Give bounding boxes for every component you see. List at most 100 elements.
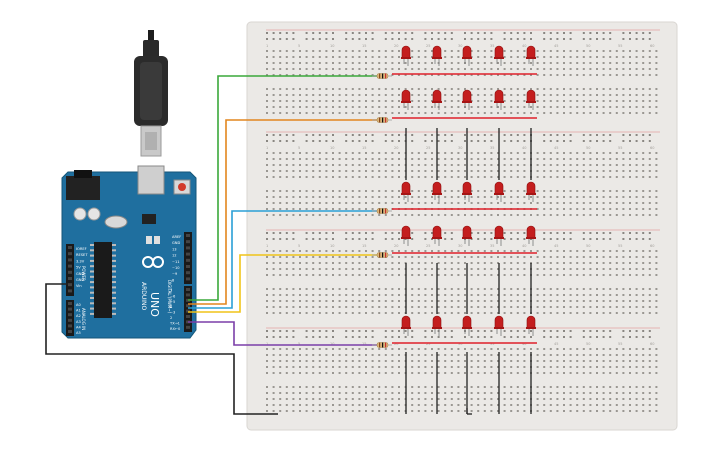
terminal-hole[interactable] bbox=[582, 372, 585, 374]
terminal-hole[interactable] bbox=[563, 74, 565, 76]
digital-pin-socket[interactable] bbox=[186, 258, 190, 262]
terminal-hole[interactable] bbox=[615, 274, 618, 276]
terminal-hole[interactable] bbox=[450, 262, 453, 264]
terminal-hole[interactable] bbox=[338, 306, 341, 308]
rail-hole[interactable] bbox=[431, 134, 433, 136]
terminal-hole[interactable] bbox=[556, 164, 559, 166]
terminal-hole[interactable] bbox=[431, 158, 433, 160]
terminal-hole[interactable] bbox=[510, 404, 513, 406]
terminal-hole[interactable] bbox=[516, 88, 519, 90]
terminal-hole[interactable] bbox=[351, 256, 354, 258]
rail-hole[interactable] bbox=[589, 232, 592, 234]
terminal-hole[interactable] bbox=[563, 190, 565, 192]
terminal-hole[interactable] bbox=[569, 256, 572, 258]
terminal-hole[interactable] bbox=[279, 164, 282, 166]
terminal-hole[interactable] bbox=[629, 372, 631, 374]
terminal-hole[interactable] bbox=[497, 112, 499, 114]
terminal-hole[interactable] bbox=[523, 398, 526, 400]
terminal-hole[interactable] bbox=[596, 398, 598, 400]
terminal-hole[interactable] bbox=[470, 404, 473, 406]
terminal-hole[interactable] bbox=[464, 256, 466, 258]
rail-hole[interactable] bbox=[398, 140, 400, 142]
analog-pin-socket[interactable] bbox=[68, 302, 72, 305]
terminal-hole[interactable] bbox=[312, 152, 315, 154]
terminal-hole[interactable] bbox=[582, 366, 585, 368]
rail-hole[interactable] bbox=[450, 232, 453, 234]
terminal-hole[interactable] bbox=[431, 354, 433, 356]
terminal-hole[interactable] bbox=[279, 152, 282, 154]
terminal-hole[interactable] bbox=[431, 196, 433, 198]
terminal-hole[interactable] bbox=[464, 268, 466, 270]
terminal-hole[interactable] bbox=[292, 74, 295, 76]
terminal-hole[interactable] bbox=[596, 164, 598, 166]
rail-hole[interactable] bbox=[305, 330, 308, 332]
rail-hole[interactable] bbox=[549, 336, 552, 338]
rail-hole[interactable] bbox=[582, 238, 585, 240]
resistors[interactable] bbox=[372, 73, 392, 348]
rail-hole[interactable] bbox=[398, 134, 400, 136]
terminal-hole[interactable] bbox=[602, 348, 605, 350]
terminal-hole[interactable] bbox=[378, 62, 381, 64]
terminal-hole[interactable] bbox=[483, 274, 486, 276]
terminal-hole[interactable] bbox=[549, 392, 552, 394]
terminal-hole[interactable] bbox=[272, 410, 275, 412]
terminal-hole[interactable] bbox=[457, 250, 460, 252]
terminal-hole[interactable] bbox=[483, 372, 486, 374]
terminal-hole[interactable] bbox=[417, 268, 420, 270]
rail-hole[interactable] bbox=[569, 134, 572, 136]
terminal-hole[interactable] bbox=[589, 94, 592, 96]
terminal-hole[interactable] bbox=[609, 68, 612, 70]
terminal-hole[interactable] bbox=[582, 112, 585, 114]
terminal-hole[interactable] bbox=[365, 112, 367, 114]
terminal-hole[interactable] bbox=[642, 164, 645, 166]
terminal-hole[interactable] bbox=[351, 68, 354, 70]
rail-hole[interactable] bbox=[444, 32, 447, 34]
rail-hole[interactable] bbox=[609, 336, 612, 338]
terminal-hole[interactable] bbox=[411, 164, 414, 166]
terminal-hole[interactable] bbox=[351, 294, 354, 296]
terminal-hole[interactable] bbox=[358, 214, 361, 216]
terminal-hole[interactable] bbox=[325, 74, 328, 76]
terminal-hole[interactable] bbox=[516, 354, 519, 356]
terminal-hole[interactable] bbox=[582, 250, 585, 252]
rail-hole[interactable] bbox=[411, 238, 414, 240]
terminal-hole[interactable] bbox=[615, 256, 618, 258]
terminal-hole[interactable] bbox=[582, 294, 585, 296]
terminal-hole[interactable] bbox=[635, 312, 638, 314]
terminal-hole[interactable] bbox=[543, 300, 546, 302]
terminal-hole[interactable] bbox=[285, 176, 288, 178]
terminal-hole[interactable] bbox=[266, 202, 268, 204]
terminal-hole[interactable] bbox=[444, 410, 447, 412]
rail-hole[interactable] bbox=[404, 336, 407, 338]
terminal-hole[interactable] bbox=[318, 202, 321, 204]
terminal-hole[interactable] bbox=[477, 354, 480, 356]
terminal-hole[interactable] bbox=[431, 398, 433, 400]
terminal-hole[interactable] bbox=[292, 202, 295, 204]
terminal-hole[interactable] bbox=[299, 262, 301, 264]
terminal-hole[interactable] bbox=[450, 196, 453, 198]
terminal-hole[interactable] bbox=[292, 68, 295, 70]
terminal-hole[interactable] bbox=[365, 190, 367, 192]
terminal-hole[interactable] bbox=[444, 170, 447, 172]
terminal-hole[interactable] bbox=[516, 312, 519, 314]
terminal-hole[interactable] bbox=[391, 392, 394, 394]
terminal-hole[interactable] bbox=[629, 190, 631, 192]
terminal-hole[interactable] bbox=[497, 360, 499, 362]
terminal-hole[interactable] bbox=[483, 360, 486, 362]
terminal-hole[interactable] bbox=[470, 62, 473, 64]
terminal-hole[interactable] bbox=[510, 268, 513, 270]
terminal-hole[interactable] bbox=[536, 372, 539, 374]
terminal-hole[interactable] bbox=[569, 404, 572, 406]
rail-hole[interactable] bbox=[609, 238, 612, 240]
terminal-hole[interactable] bbox=[589, 112, 592, 114]
rail-hole[interactable] bbox=[483, 38, 486, 40]
terminal-hole[interactable] bbox=[292, 274, 295, 276]
terminal-hole[interactable] bbox=[338, 288, 341, 290]
terminal-hole[interactable] bbox=[602, 360, 605, 362]
terminal-hole[interactable] bbox=[312, 312, 315, 314]
terminal-hole[interactable] bbox=[503, 164, 506, 166]
terminal-hole[interactable] bbox=[378, 190, 381, 192]
terminal-hole[interactable] bbox=[549, 196, 552, 198]
terminal-hole[interactable] bbox=[642, 152, 645, 154]
terminal-hole[interactable] bbox=[543, 294, 546, 296]
